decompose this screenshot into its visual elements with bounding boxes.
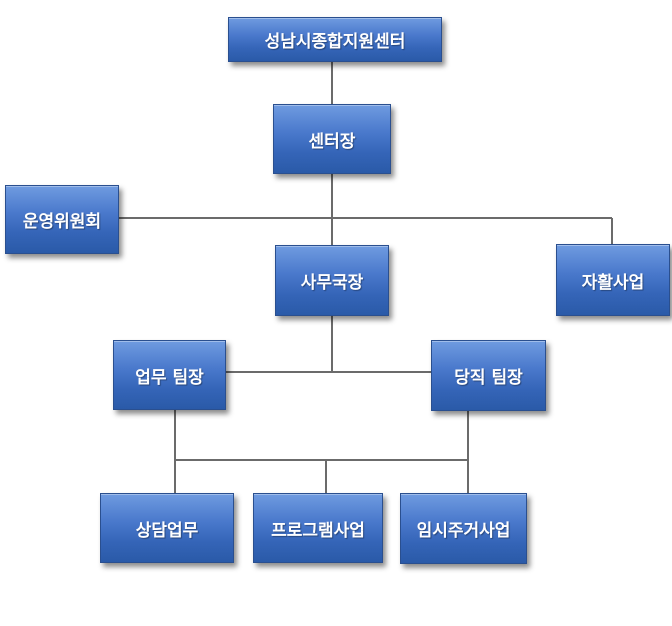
org-box-duty-team: 당직 팀장 [431,340,546,411]
org-box-work-team: 업무 팀장 [113,340,226,410]
org-box-counseling: 상담업무 [100,493,234,563]
org-box-support-center: 성남시종합지원센터 [228,17,442,62]
org-box-temp-housing: 임시주거사업 [400,493,527,564]
org-box-director: 센터장 [273,104,391,174]
org-box-self-support: 자활사업 [556,244,670,316]
org-box-committee: 운영위원회 [5,185,119,254]
org-box-program: 프로그램사업 [253,493,383,563]
org-box-secretary: 사무국장 [275,245,389,316]
